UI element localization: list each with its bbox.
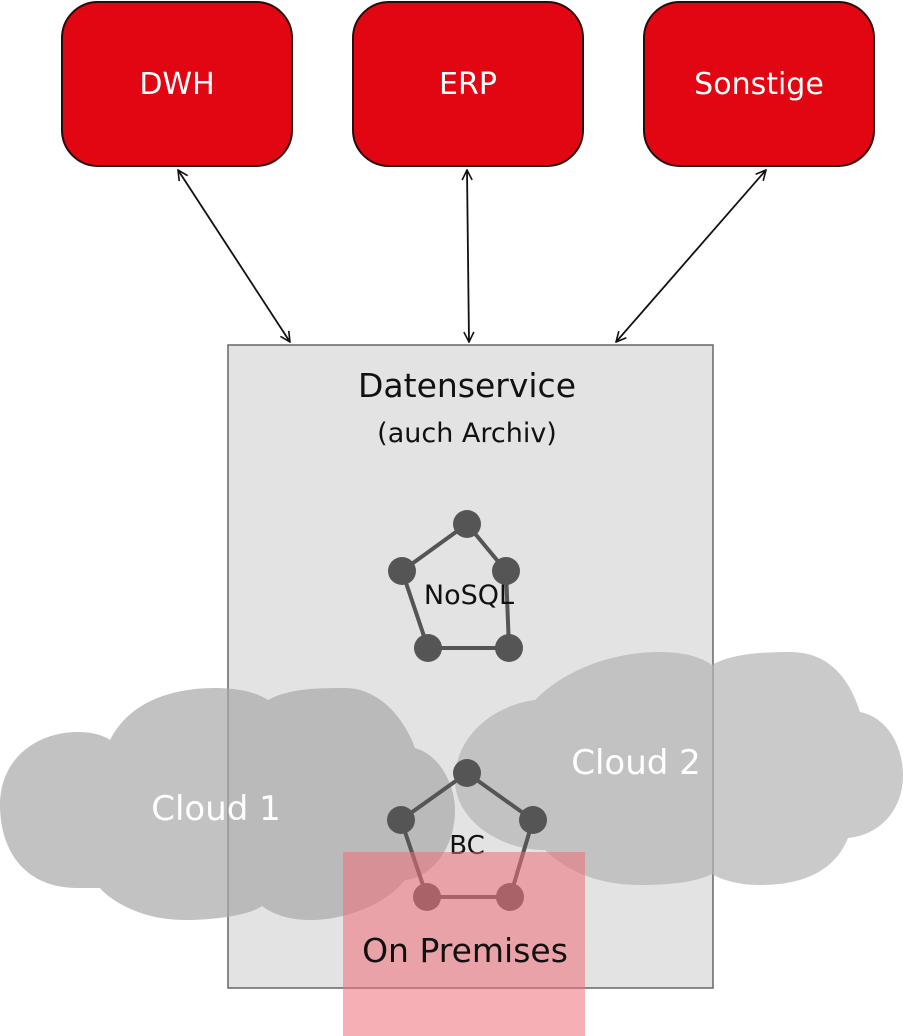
- nosql-node: [453, 510, 481, 538]
- cloud-1: Cloud 1: [0, 688, 455, 920]
- system-label-sonstige: Sonstige: [694, 67, 824, 102]
- nosql-node: [388, 557, 416, 585]
- on-premises-label: On Premises: [362, 931, 568, 970]
- nosql-network: NoSQL: [388, 510, 523, 662]
- cloud-1-label: Cloud 1: [151, 789, 281, 829]
- nosql-node: [414, 634, 442, 662]
- cloud-2: Cloud 2: [455, 652, 903, 885]
- blockchain-node: [453, 759, 481, 787]
- nosql-node: [495, 634, 523, 662]
- system-box-dwh: DWH: [61, 1, 293, 167]
- on-premises-box: On Premises: [343, 852, 585, 1036]
- arrow-dwh-datenservice: [178, 170, 290, 342]
- nosql-label: NoSQL: [424, 580, 514, 611]
- system-label-dwh: DWH: [139, 67, 214, 102]
- arrow-erp-datenservice: [467, 170, 469, 342]
- blockchain-node: [387, 806, 415, 834]
- datenservice-title: Datenservice: [358, 366, 576, 405]
- cloud-2-label: Cloud 2: [571, 743, 701, 783]
- system-box-sonstige: Sonstige: [643, 1, 875, 167]
- arrow-sonstige-datenservice: [616, 170, 766, 342]
- blockchain-node: [519, 806, 547, 834]
- datenservice-subtitle: (auch Archiv): [377, 418, 557, 449]
- system-label-erp: ERP: [439, 67, 497, 102]
- system-box-erp: ERP: [352, 1, 584, 167]
- nosql-node: [492, 557, 520, 585]
